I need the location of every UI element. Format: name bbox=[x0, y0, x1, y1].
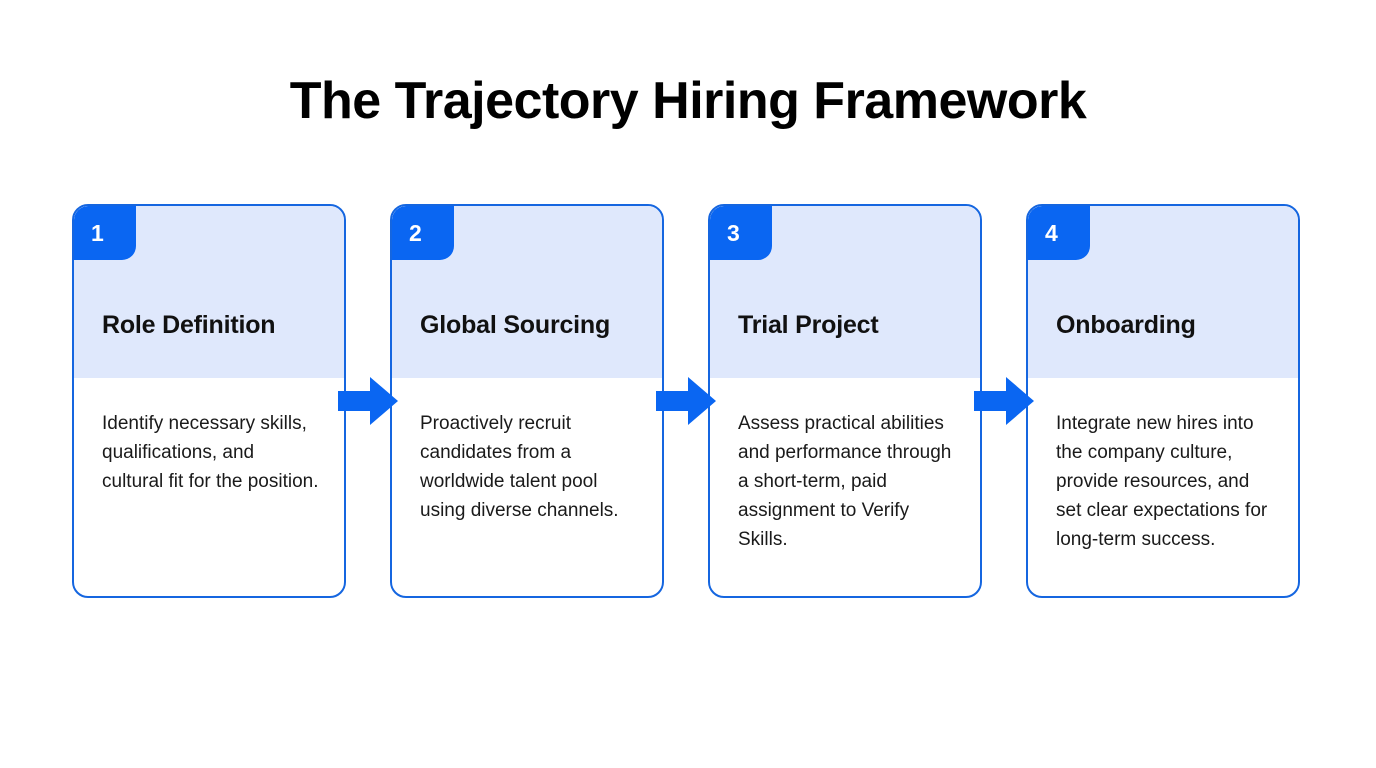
step-card-header: 1 Role Definition bbox=[74, 206, 344, 378]
step-number-badge: 4 bbox=[1028, 206, 1090, 260]
page-title: The Trajectory Hiring Framework bbox=[289, 72, 1087, 130]
step-card-header: 2 Global Sourcing bbox=[392, 206, 662, 378]
step-title: Trial Project bbox=[738, 311, 879, 339]
step-description: Integrate new hires into the company cul… bbox=[1056, 413, 1268, 550]
step-card-header: 4 Onboarding bbox=[1028, 206, 1298, 378]
process-flow: 1 Role Definition Identify necessary ski… bbox=[72, 204, 1304, 598]
arrow-right-icon bbox=[338, 375, 398, 427]
step-number-badge: 2 bbox=[392, 206, 454, 260]
step-card-3[interactable]: 3 Trial Project Assess practical abiliti… bbox=[708, 204, 982, 598]
step-card-4[interactable]: 4 Onboarding Integrate new hires into th… bbox=[1026, 204, 1300, 598]
arrow-right-icon bbox=[656, 375, 716, 427]
step-title: Global Sourcing bbox=[420, 311, 611, 339]
step-title: Onboarding bbox=[1056, 311, 1196, 339]
step-description: Assess practical abilities and performan… bbox=[738, 413, 952, 550]
step-description: Proactively recruit candidates from a wo… bbox=[420, 413, 619, 521]
step-description: Identify necessary skills, qualification… bbox=[102, 413, 319, 492]
step-card-2[interactable]: 2 Global Sourcing Proactively recruit ca… bbox=[390, 204, 664, 598]
step-card-header: 3 Trial Project bbox=[710, 206, 980, 378]
step-number-badge: 1 bbox=[74, 206, 136, 260]
step-title: Role Definition bbox=[102, 311, 276, 339]
step-number-badge: 3 bbox=[710, 206, 772, 260]
step-card-1[interactable]: 1 Role Definition Identify necessary ski… bbox=[72, 204, 346, 598]
arrow-right-icon bbox=[974, 375, 1034, 427]
